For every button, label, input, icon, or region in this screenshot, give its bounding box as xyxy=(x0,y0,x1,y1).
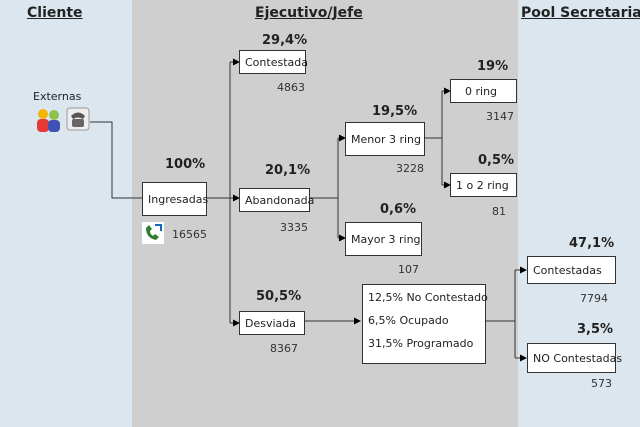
node-ingresadas: Ingresadas xyxy=(142,182,208,216)
telephone-icon xyxy=(66,107,90,131)
externas-label: Externas xyxy=(33,90,82,103)
node-desviada: Desviada xyxy=(239,311,305,335)
abandonada-count: 3335 xyxy=(280,221,308,234)
desviada-pct: 50,5% xyxy=(256,289,302,304)
mayor3-pct: 0,6% xyxy=(380,202,417,217)
desvio-detail-line: 31,5% Programado xyxy=(368,337,474,350)
abandonada-pct: 20,1% xyxy=(265,163,311,178)
ingresadas-pct: 100% xyxy=(165,157,206,172)
node-0-ring: 0 ring xyxy=(450,79,517,103)
contestada-pct: 29,4% xyxy=(262,33,308,48)
node-menor-3-ring: Menor 3 ring xyxy=(345,122,425,156)
people-icon xyxy=(37,109,60,132)
node-abandonada: Abandonada xyxy=(239,188,314,212)
lane-cliente xyxy=(0,0,132,427)
node-1-o-2-ring: 1 o 2 ring xyxy=(450,173,517,197)
ring12-count: 81 xyxy=(492,205,506,218)
desvio-detail-line: 12,5% No Contestado xyxy=(368,291,488,304)
node-no-contestadas: NO Contestadas xyxy=(527,343,622,373)
node-contestadas: Contestadas xyxy=(527,256,616,284)
menor3-pct: 19,5% xyxy=(372,104,418,119)
ring0-count: 3147 xyxy=(486,110,514,123)
contestadas-pct: 47,1% xyxy=(569,236,615,251)
mayor3-count: 107 xyxy=(398,263,419,276)
node-mayor-3-ring: Mayor 3 ring xyxy=(345,222,422,256)
desviada-count: 8367 xyxy=(270,342,298,355)
lane-title-cliente: Cliente xyxy=(27,5,83,21)
contestadas-count: 7794 xyxy=(580,292,608,305)
node-contestada: Contestada xyxy=(239,50,308,74)
ring12-pct: 0,5% xyxy=(478,153,515,168)
lane-title-ejecutivo: Ejecutivo/Jefe xyxy=(255,5,363,21)
menor3-count: 3228 xyxy=(396,162,424,175)
desvio-detail-box: 12,5% No Contestado 6,5% Ocupado 31,5% P… xyxy=(362,284,488,364)
no-contestadas-pct: 3,5% xyxy=(577,322,614,337)
lane-title-pool: Pool Secretarias xyxy=(521,5,640,21)
phone-call-icon xyxy=(142,222,164,244)
desvio-detail-line: 6,5% Ocupado xyxy=(368,314,449,327)
ingresadas-count: 16565 xyxy=(172,228,207,241)
no-contestadas-count: 573 xyxy=(591,377,612,390)
ring0-pct: 19% xyxy=(477,59,509,74)
contestada-count: 4863 xyxy=(277,81,305,94)
